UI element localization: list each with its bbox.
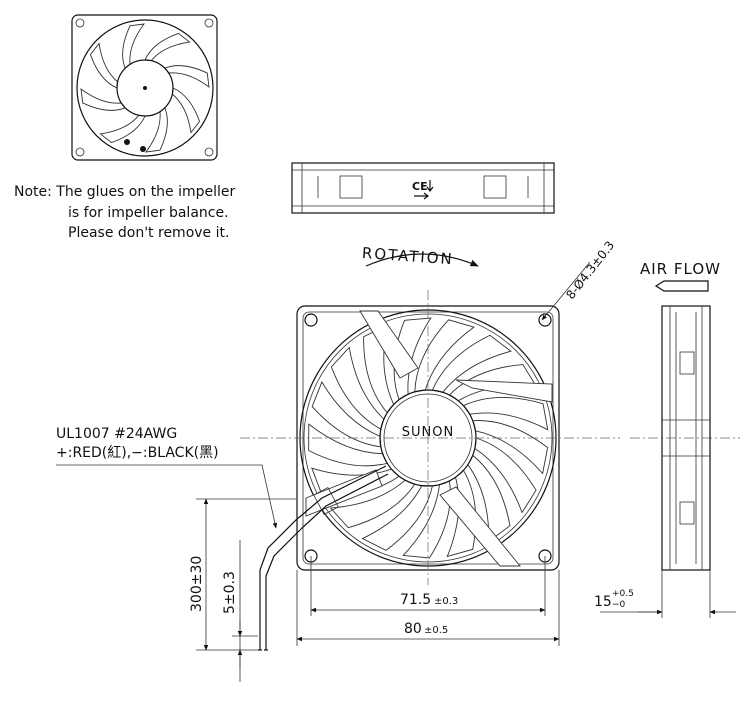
impeller-blade <box>122 23 146 69</box>
impeller-blade <box>80 87 126 111</box>
impeller-blade <box>144 107 168 153</box>
rotation-arrow-icon <box>414 192 429 200</box>
impeller-blade <box>89 42 119 89</box>
wire-colors-label: +:RED(紅),−:BLACK(黑) <box>56 445 219 461</box>
hole-callout: 8-Ø4.3±0.3 <box>541 238 617 321</box>
impeller-blade <box>311 381 382 448</box>
glue-dot <box>124 139 130 145</box>
hole-spec-label: 8-Ø4.3±0.3 <box>563 238 617 301</box>
impeller-blade <box>431 334 512 393</box>
impeller-blade <box>462 397 549 431</box>
main-fan-front-view: SUNON <box>258 305 560 651</box>
air-flow-label: AIR FLOW <box>640 260 721 278</box>
strip-length-value: 5±0.3 <box>222 571 238 614</box>
center-lines <box>240 290 740 585</box>
rotation-indicator: ROTATION <box>361 244 479 268</box>
wire-spec-label: UL1007 #24AWG <box>56 426 177 442</box>
wire-label: UL1007 #24AWG +:RED(紅),−:BLACK(黑) <box>56 426 278 529</box>
impeller-blade <box>474 437 537 514</box>
note-line-1: Note: The glues on the impeller <box>14 184 236 200</box>
glue-dot <box>140 146 146 152</box>
impeller-blade <box>144 32 191 62</box>
impeller-blade <box>171 87 201 134</box>
impeller-blade <box>99 114 146 144</box>
airflow-arrow-icon <box>426 180 434 192</box>
note-line-3: Please don't remove it. <box>68 225 229 241</box>
fan-side-view <box>661 305 711 571</box>
note-line-2: is for impeller balance. <box>68 205 229 221</box>
dimension-strip-length: 5±0.3 <box>222 540 258 682</box>
impeller-blade <box>472 420 549 475</box>
impeller-blade <box>414 319 475 393</box>
thickness-value: 15 <box>594 594 612 610</box>
air-flow-indicator: AIR FLOW <box>640 260 721 292</box>
dimension-thickness: 15 +0.5 −0 <box>594 570 736 618</box>
thickness-tol-lower: −0 <box>612 600 626 610</box>
lead-wires <box>258 465 389 651</box>
brand-label: SUNON <box>402 425 454 440</box>
impeller-blade <box>329 479 416 529</box>
rotation-label: ROTATION <box>361 244 454 268</box>
hole-pitch-tolerance: ±0.3 <box>434 596 458 607</box>
lead-length-value: 300±30 <box>189 556 205 612</box>
impeller-blade <box>330 346 385 430</box>
hole-pitch-value: 71.5 <box>400 592 431 608</box>
air-flow-arrow-icon <box>654 280 709 292</box>
small-fan-side-view: CE <box>291 162 555 214</box>
small-fan-blades <box>80 23 210 153</box>
impeller-blade <box>393 317 432 401</box>
dimension-size: 80 ±0.5 <box>296 570 560 646</box>
impeller-blade <box>164 65 210 89</box>
dimension-lead-length: 300±30 <box>189 498 296 651</box>
ce-mark: CE <box>412 180 428 193</box>
dimension-hole-pitch: 71.5 ±0.3 <box>310 556 546 616</box>
impeller-blade <box>308 423 388 467</box>
impeller-blade <box>361 485 433 551</box>
thickness-tol-upper: +0.5 <box>612 589 634 599</box>
size-tolerance: ±0.5 <box>424 625 448 636</box>
note: Note: The glues on the impeller is for i… <box>14 184 236 241</box>
frame-spokes <box>305 310 553 567</box>
small-fan-top-view <box>71 14 218 161</box>
size-value: 80 <box>404 621 422 637</box>
